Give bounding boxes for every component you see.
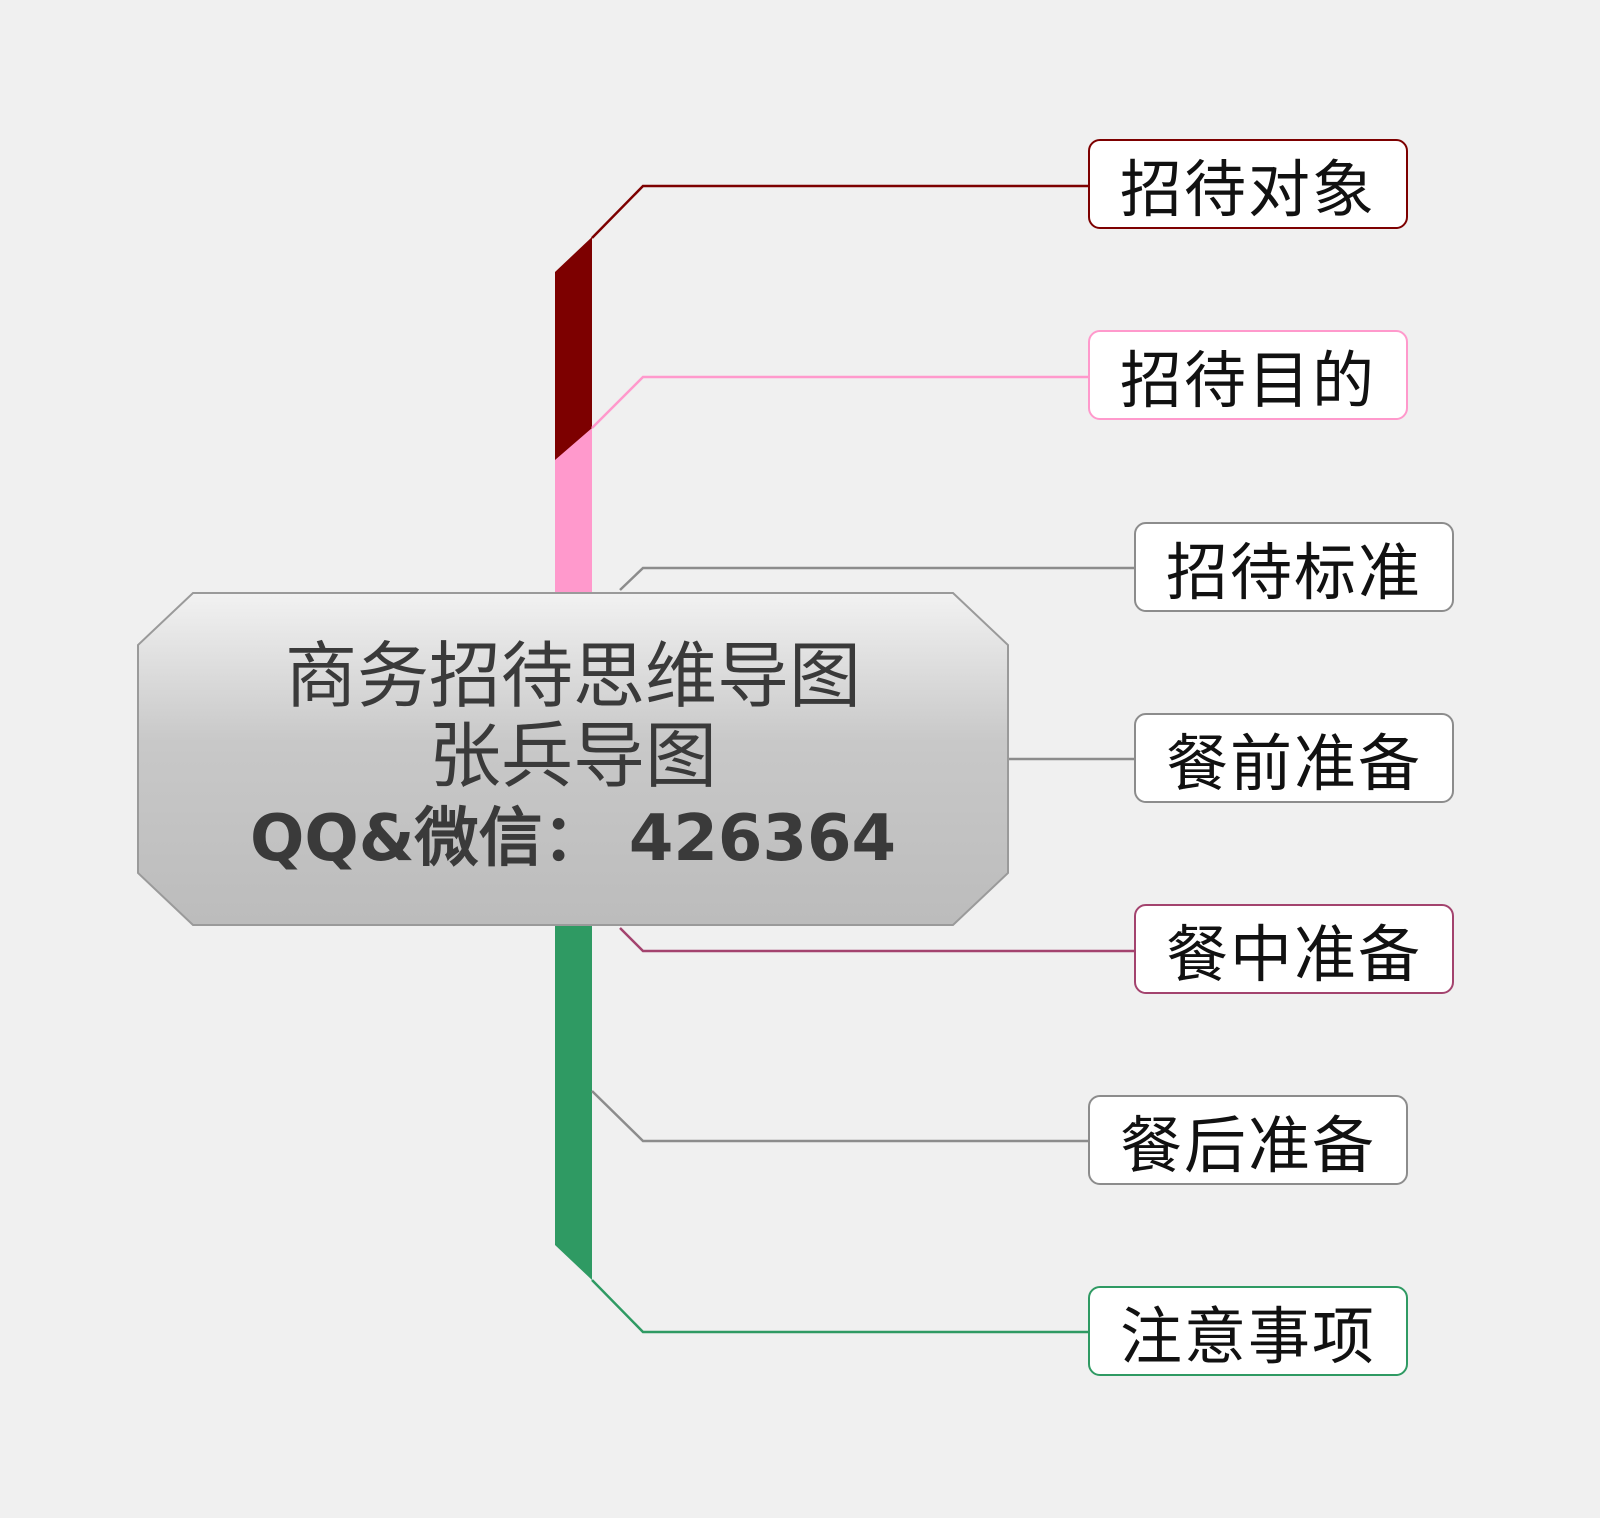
branch-node-zhaodai-mudi[interactable]: 招待目的	[1088, 330, 1408, 420]
central-topic-shape[interactable]	[137, 592, 1009, 926]
branch-label: 注意事项	[1119, 1300, 1376, 1373]
branch-label: 招待目的	[1119, 344, 1376, 417]
connector-canzhong-zhunbei	[619, 927, 1134, 953]
branch-label: 招待标准	[1165, 536, 1422, 609]
branch-node-zhaodai-duixiang[interactable]: 招待对象	[1088, 139, 1408, 229]
connector-zhaodai-biaozhun	[619, 566, 1134, 591]
branch-node-canhou-zhunbei[interactable]: 餐后准备	[1088, 1095, 1408, 1185]
branch-label: 招待对象	[1119, 153, 1376, 226]
connector-canhou-zhunbei	[591, 1090, 1088, 1143]
trunk-segment-green	[555, 925, 592, 1280]
central-topic-title: 商务招待思维导图	[285, 634, 861, 718]
central-topic-contact: QQ&微信： 426364	[250, 802, 896, 876]
connector-zhaodai-mudi	[591, 375, 1088, 429]
connector-zhuyi-shixiang	[591, 1279, 1088, 1334]
branch-node-zhaodai-biaozhun[interactable]: 招待标准	[1134, 522, 1454, 612]
branch-node-canqian-zhunbei[interactable]: 餐前准备	[1134, 713, 1454, 803]
trunk-segment-pink	[555, 428, 592, 595]
branch-label: 餐前准备	[1165, 727, 1422, 800]
branch-label: 餐后准备	[1119, 1109, 1376, 1182]
central-topic-author: 张兵导图	[429, 714, 717, 798]
connector-zhaodai-duixiang	[591, 184, 1088, 239]
branch-node-zhuyi-shixiang[interactable]: 注意事项	[1088, 1286, 1408, 1376]
branch-label: 餐中准备	[1165, 918, 1422, 991]
trunk-segment-dark-red	[555, 237, 592, 460]
branch-node-canzhong-zhunbei[interactable]: 餐中准备	[1134, 904, 1454, 994]
